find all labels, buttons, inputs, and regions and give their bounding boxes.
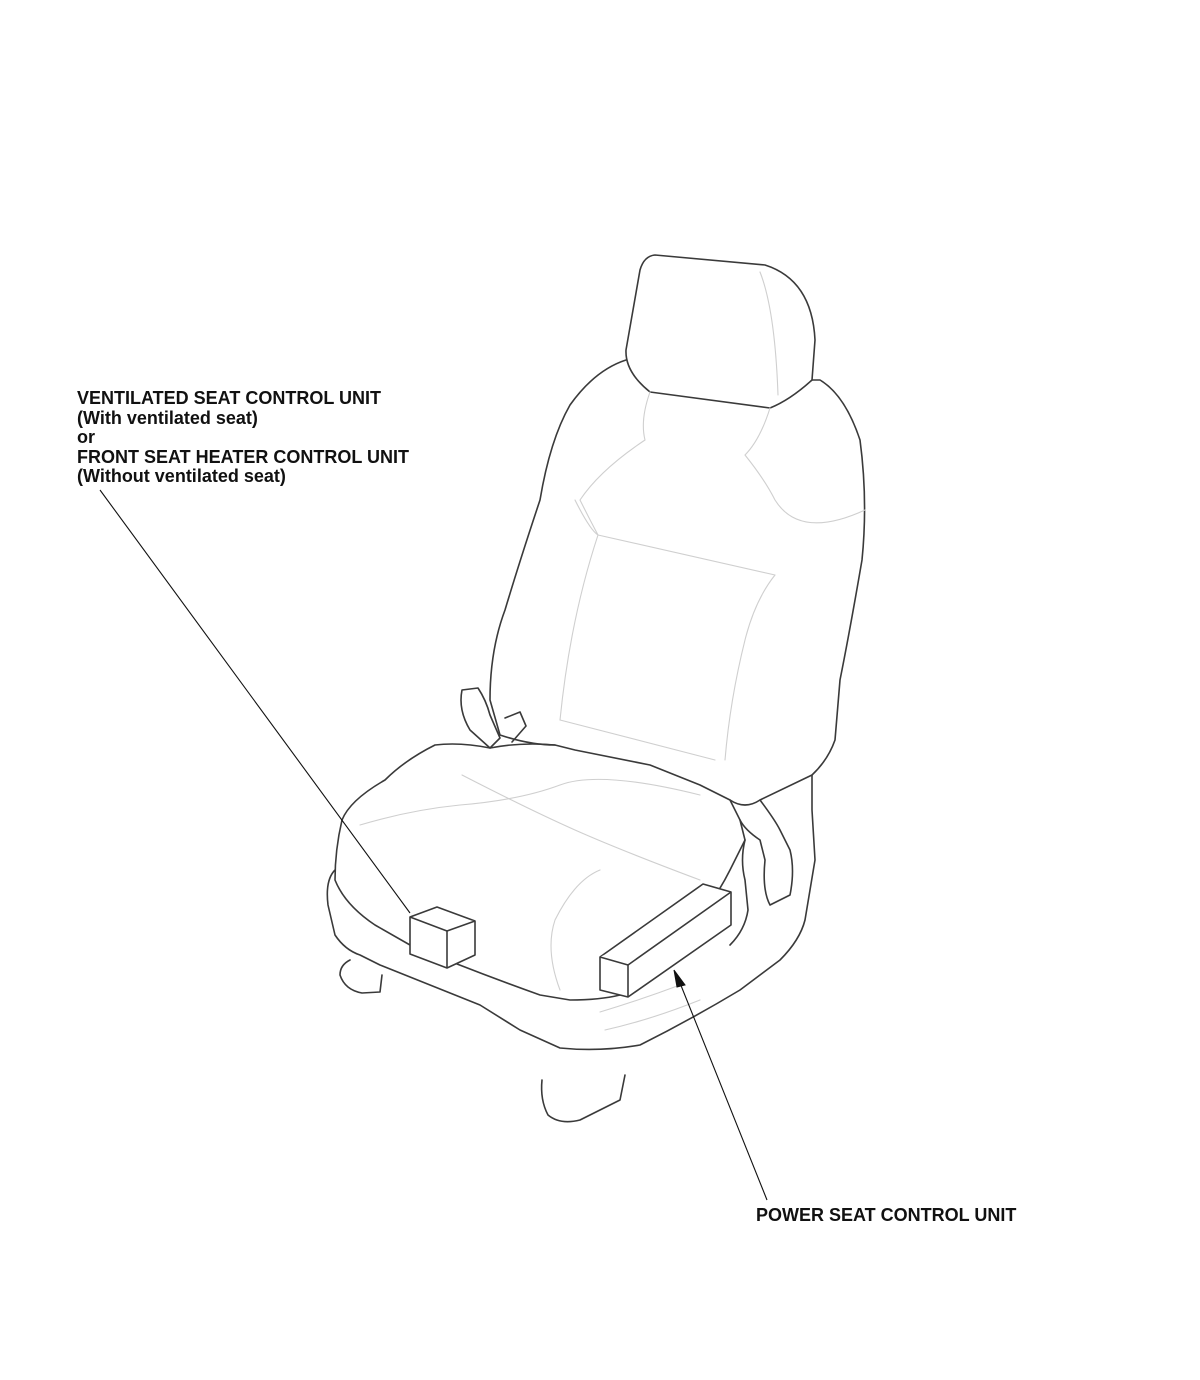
- callout-line: (Without ventilated seat): [77, 466, 286, 486]
- ventilated-seat-callout: VENTILATED SEAT CONTROL UNIT (With venti…: [77, 388, 409, 487]
- callout-line: (With ventilated seat): [77, 407, 258, 428]
- callout-line: POWER SEAT CONTROL UNIT: [756, 1205, 1017, 1225]
- callout-line: or: [77, 427, 95, 447]
- headrest: [625, 254, 816, 409]
- seat-base: [326, 774, 816, 1123]
- power-leader-line: [673, 969, 768, 1201]
- ventilated-leader-line: [99, 489, 411, 914]
- callout-line: VENTILATED SEAT CONTROL UNIT: [77, 388, 381, 408]
- power-seat-control-unit: [599, 883, 732, 998]
- callout-line: FRONT SEAT HEATER CONTROL UNIT: [77, 446, 409, 467]
- seatbelt-buckle: [460, 687, 527, 749]
- ventilated-seat-control-unit: [409, 906, 476, 969]
- seat-back: [489, 359, 866, 806]
- seat-cushion: [334, 743, 746, 1001]
- power-seat-callout: POWER SEAT CONTROL UNIT: [756, 1205, 1017, 1226]
